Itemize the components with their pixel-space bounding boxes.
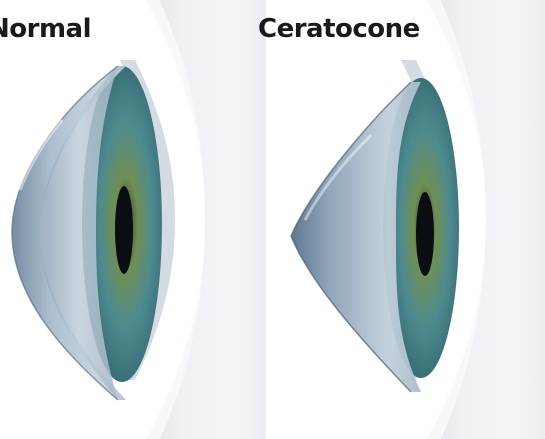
keratoconus-label: Ceratocone — [258, 14, 420, 44]
normal-eye-panel: Normal — [0, 0, 266, 439]
keratoconus-eye-panel — [271, 0, 545, 439]
normal-label: Normal — [0, 14, 91, 44]
normal-eye-illustration — [0, 0, 266, 439]
keratoconus-eye-illustration — [271, 0, 545, 439]
